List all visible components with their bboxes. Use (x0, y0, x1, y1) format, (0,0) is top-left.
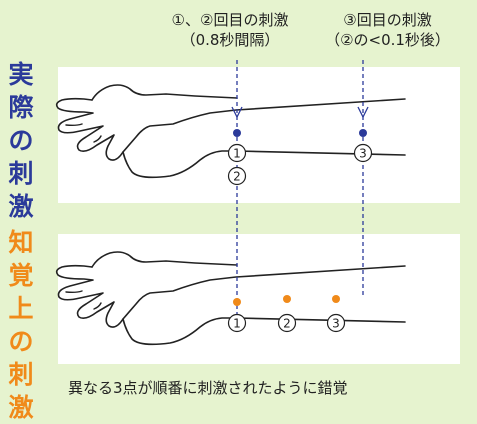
actual-marker-2: 2 (227, 166, 247, 186)
actual-label-char: 激 (8, 192, 34, 221)
svg-text:2: 2 (233, 170, 241, 184)
perceived-stimulus-panel (58, 234, 460, 364)
perceived-label-char: 上 (8, 294, 34, 323)
perceived-stimulus-dot-1 (233, 298, 241, 306)
svg-text:1: 1 (233, 147, 241, 161)
actual-stimulus-panel (58, 67, 460, 203)
perceived-marker-3: 3 (326, 313, 346, 333)
perceived-arm-drawing (55, 251, 406, 346)
actual-stimulus-vertical-label: 実 際 の 刺 激 (6, 58, 36, 223)
actual-label-char: 実 (8, 60, 34, 89)
actual-label-char: 刺 (8, 159, 34, 188)
actual-label-char: の (8, 126, 34, 155)
actual-marker-1: 1 (227, 143, 247, 163)
first-second-arrowhead-icon (231, 106, 243, 119)
actual-label-char: 際 (8, 93, 34, 122)
svg-text:2: 2 (283, 317, 291, 331)
perceived-stimulus-vertical-label: 知 覚 上 の 刺 激 (6, 226, 36, 424)
perceived-label-char: 知 (8, 228, 34, 257)
perceived-label-char: の (8, 327, 34, 356)
first-second-interval-label: （0.8秒間隔） (180, 31, 280, 49)
actual-stimulus-dot-1-2 (233, 129, 241, 137)
third-arrowhead-icon (357, 106, 369, 119)
stimulus-diagram: 1 2 3 1 2 3 (55, 60, 406, 346)
third-stimulus-label: ③回目の刺激 (343, 11, 432, 29)
perceived-stimulus-dot-3 (332, 295, 340, 303)
third-stimulus-timing-label: （②の<0.1秒後） (325, 31, 450, 49)
first-second-stimulus-heading: ①、②回目の刺激 （0.8秒間隔） (130, 10, 330, 50)
perceived-label-char: 覚 (8, 261, 34, 290)
svg-text:3: 3 (359, 147, 367, 161)
perceived-marker-1: 1 (227, 313, 247, 333)
first-second-stimulus-label: ①、②回目の刺激 (171, 11, 289, 29)
perceived-label-char: 刺 (8, 360, 34, 389)
illusion-caption: 異なる3点が順番に刺激されたように錯覚 (68, 379, 348, 397)
third-stimulus-heading: ③回目の刺激 （②の<0.1秒後） (300, 10, 475, 50)
svg-text:1: 1 (233, 317, 241, 331)
actual-marker-3: 3 (353, 143, 373, 163)
actual-stimulus-dot-3 (359, 129, 367, 137)
perceived-stimulus-dot-2 (283, 295, 291, 303)
perceived-marker-2: 2 (277, 313, 297, 333)
svg-text:3: 3 (332, 317, 340, 331)
actual-arm-drawing (55, 84, 406, 179)
